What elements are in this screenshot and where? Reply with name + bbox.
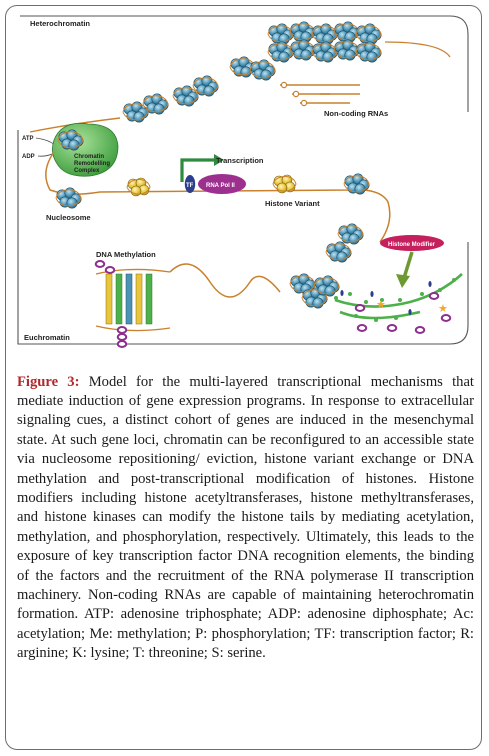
heterochromatin-panel-border bbox=[20, 15, 469, 112]
svg-text:★: ★ bbox=[376, 298, 386, 311]
nucleosome-label: Nucleosome bbox=[46, 213, 91, 222]
tf-label: TF bbox=[186, 183, 194, 189]
figure-caption: Figure 3: Model for the multi-layered tr… bbox=[17, 373, 474, 664]
histone-modifier-label: Histone Modifier bbox=[388, 242, 436, 248]
nucleosome-lower-d bbox=[325, 241, 352, 263]
atp-label: ATP bbox=[22, 136, 34, 142]
chromatin-model-figure: Heterochromatin Non-coding RNAs Euchroma… bbox=[17, 15, 469, 348]
dna-methylation-ladder bbox=[94, 260, 171, 348]
nucleosome-lower-e bbox=[337, 223, 364, 245]
remodelling-label-3: Complex bbox=[74, 168, 100, 174]
figure-caption-text: Model for the multi-layered transcriptio… bbox=[17, 373, 474, 662]
transcription-label: Transcription bbox=[216, 156, 264, 165]
rna-pol-shape bbox=[198, 174, 246, 194]
non-coding-rnas-label: Non-coding RNAs bbox=[324, 109, 388, 118]
rna-pol-label: RNA Pol II bbox=[206, 183, 235, 189]
heterochromatin-cluster bbox=[122, 21, 382, 123]
nucleosome-right bbox=[343, 173, 370, 195]
adp-label: ADP bbox=[22, 154, 35, 160]
chromatin-remodelling-complex bbox=[52, 122, 119, 177]
euchromatin-panel-border bbox=[17, 130, 469, 345]
remodelling-label-1: Chromatin bbox=[74, 154, 104, 160]
transcription-arrow bbox=[180, 158, 215, 182]
histone-variant-label: Histone Variant bbox=[265, 199, 320, 208]
tf-shape bbox=[184, 175, 196, 193]
histone-variant-1 bbox=[126, 177, 151, 197]
histone-modifier-shape bbox=[380, 235, 444, 251]
remodelling-label-2: Remodelling bbox=[74, 161, 110, 167]
non-coding-rnas bbox=[280, 81, 360, 107]
heterochromatin-label: Heterochromatin bbox=[30, 19, 90, 28]
svg-text:★: ★ bbox=[438, 302, 448, 315]
histone-tails: ★ ★ bbox=[334, 273, 463, 334]
dna-methylation-label: DNA Methylation bbox=[96, 250, 156, 259]
modifier-arrow bbox=[402, 251, 414, 279]
figure-caption-label: Figure 3: bbox=[17, 373, 80, 390]
nucleosome bbox=[55, 187, 82, 209]
euchromatin-label: Euchromatin bbox=[24, 333, 70, 342]
